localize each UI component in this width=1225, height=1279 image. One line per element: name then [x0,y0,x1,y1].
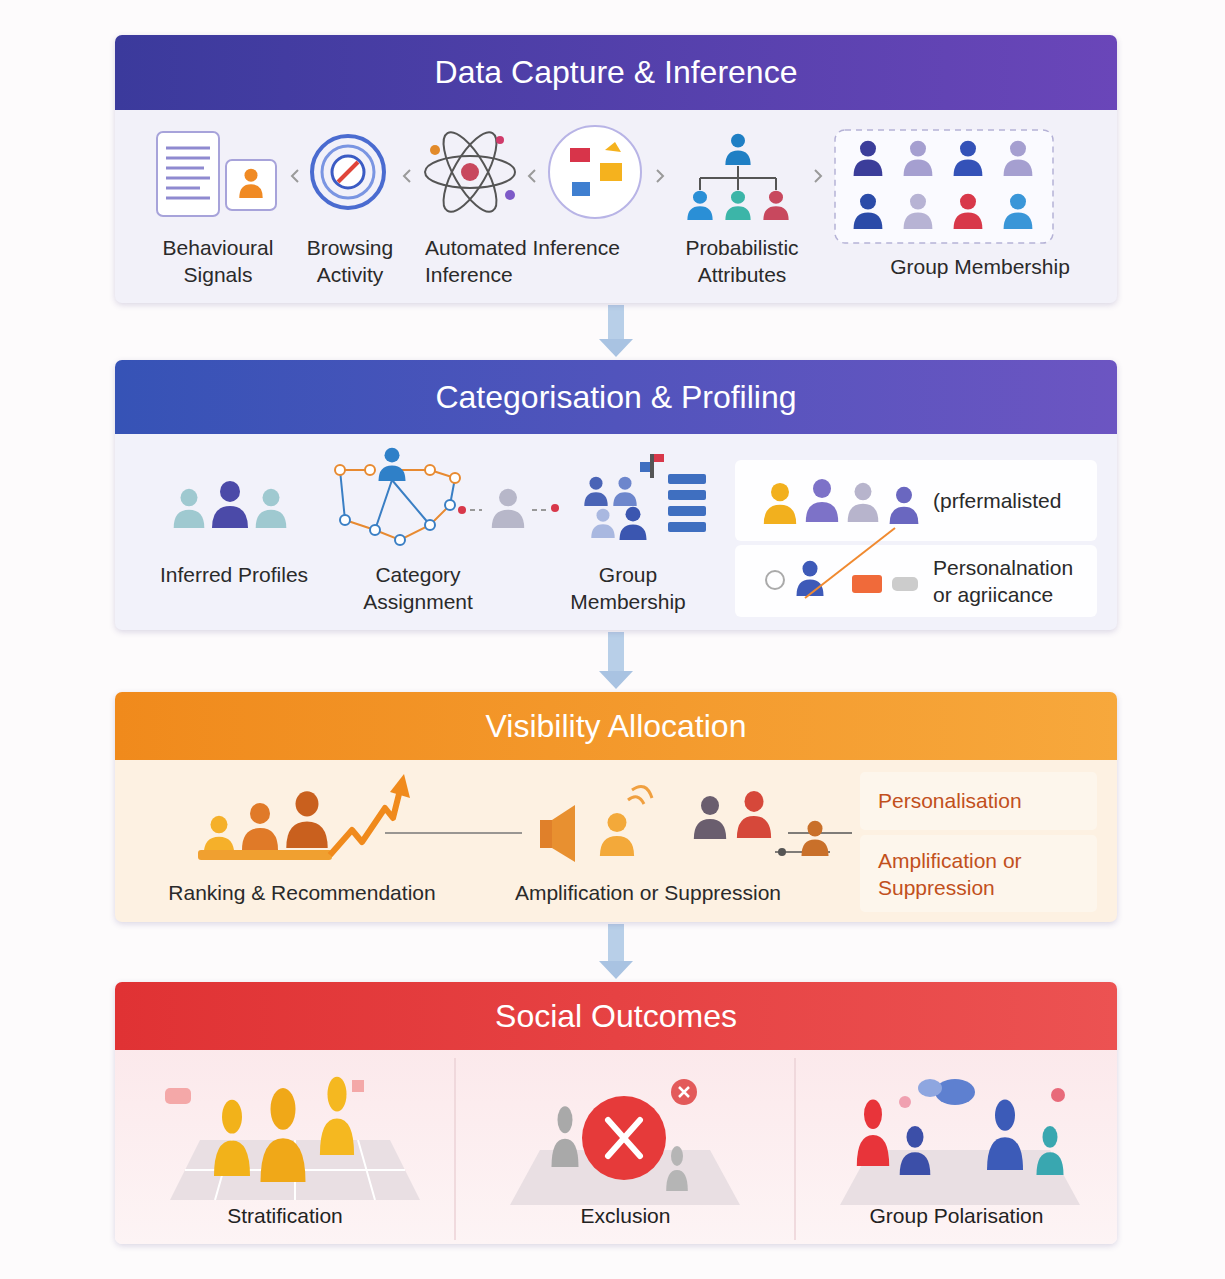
item-label: Group Membership [558,561,698,616]
stage-heading: Data Capture & Inference [115,35,1117,110]
stage-band: Social OutcomesStratificationExclusionGr… [115,982,1117,1244]
item-text: Personalisation [878,787,1089,814]
stage-heading: Categorisation & Profiling [115,360,1117,434]
item-text: (prfermalisted [933,487,1095,514]
item-text: Group Polarisation [796,1202,1117,1229]
item-text: Personalnation or agriicance [933,554,1095,609]
item-label: Ranking & Recommendation [142,879,462,906]
stage-band: Data Capture & InferenceGroup Membership… [115,35,1117,303]
stage-heading: Social Outcomes [115,982,1117,1050]
item-text: Stratification [115,1202,455,1229]
item-text: Exclusion [456,1202,795,1229]
stage-item: Exclusion [455,1050,795,1243]
item-label: Inference [425,261,625,288]
item-text: Amplification or Suppression [878,846,1089,901]
flow-arrow [599,305,633,357]
stage-item: Group Membership [860,130,1100,290]
item-label: Probabilistic Attributes [667,234,817,289]
item-label: Behavioural Signals [143,234,293,289]
stage-heading: Visibility Allocation [115,692,1117,760]
stage-band: Visibility AllocationPersonalisationAmpl… [115,692,1117,922]
flow-arrow [599,632,633,689]
stage-band: Categorisation & Profiling (prfermalisted… [115,360,1117,630]
flow-arrow [599,924,633,979]
stage-item: (prfermalisted [735,460,1097,541]
stage-item: Stratification [115,1050,455,1243]
stage-item: Personalisation [860,772,1097,830]
stage-item: Personalnation or agriicance [735,545,1097,617]
item-label: Amplification or Suppression [488,879,808,906]
stage-item: Group Polarisation [795,1050,1117,1243]
item-label: Browsing Activity [292,234,408,289]
item-label: Inferred Profiles [139,561,329,588]
item-label: Automated Inference [425,234,675,261]
item-label: Category Assignment [343,561,493,616]
item-text: Group Membership [860,253,1100,280]
stage-item: Amplification or Suppression [860,835,1097,912]
